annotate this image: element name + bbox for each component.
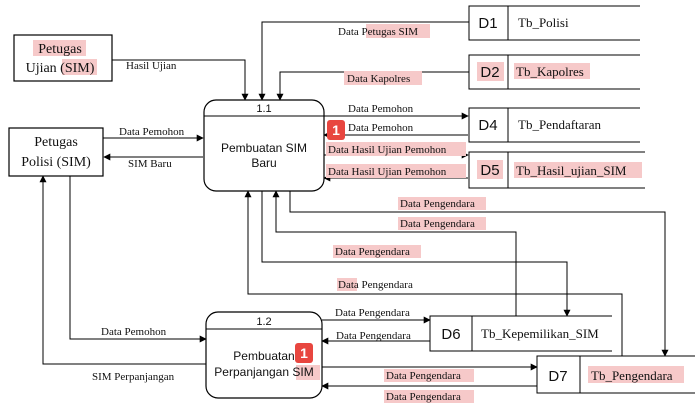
badge-1-2-label: 1 — [300, 345, 308, 361]
label-data-pemohon-bottom: Data Pemohon — [101, 326, 167, 338]
flow-line-peng-to-d7 — [289, 191, 669, 357]
label-peng-1: Data Pengendara — [400, 198, 475, 210]
label-sim-baru: SIM Baru — [128, 158, 172, 170]
process-1-1-name-line2: Baru — [251, 156, 276, 170]
entity-petugas-polisi-line2: Polisi (SIM) — [21, 155, 91, 170]
label-data-pengendara-d6-12: Data Pengendara — [336, 330, 411, 342]
label-peng-4: Data Pengendara — [338, 279, 413, 291]
store-d4-name: Tb_Pendaftaran — [518, 117, 602, 132]
label-peng-2: Data Pengendara — [400, 218, 475, 230]
label-data-hasil-1: Data Hasil Ujian Pemohon — [328, 144, 447, 156]
label-data-hasil-2: Data Hasil Ujian Pemohon — [328, 166, 447, 178]
badge-1-1-label: 1 — [332, 122, 340, 138]
process-1-2-id: 1.2 — [256, 316, 271, 328]
label-hasil-ujian: Hasil Ujian — [126, 60, 177, 72]
label-data-pemohon-left: Data Pemohon — [119, 126, 185, 138]
store-d4-id: D4 — [478, 117, 497, 134]
store-d6-name: Tb_Kepemilikan_SIM — [481, 326, 599, 341]
label-peng-8: Data Pengendara — [386, 391, 461, 403]
process-1-1-id: 1.1 — [256, 103, 271, 115]
flow-line-sim-perpanjangan — [39, 175, 206, 365]
flow-labels: Data Petugas SIM Hasil Ujian Data Kapolr… — [92, 24, 486, 403]
entity-petugas-ujian-line2: Ujian (SIM) — [26, 61, 95, 76]
entity-petugas-ujian-line1: Petugas — [38, 42, 82, 57]
label-peng-7: Data Pengendara — [386, 370, 461, 382]
store-d2-name: Tb_Kapolres — [516, 64, 584, 79]
badge-1-2 — [295, 343, 313, 363]
store-d7: D7 Tb_Pengendara — [536, 355, 695, 394]
store-d5-name: Tb_Hasil_ujian_SIM — [516, 163, 627, 178]
store-d6: D6 Tb_Kepemilikan_SIM — [429, 315, 612, 352]
flow-line-data-petugas-sim — [258, 21, 469, 101]
flow-line-peng-d6-to-11 — [272, 190, 517, 316]
process-1-2: 1.2 Pembuatan Perpanjangan SIM 1 — [205, 311, 323, 399]
entity-petugas-polisi-line1: Petugas — [34, 135, 78, 150]
flow-line-peng-d7-to-11 — [244, 190, 623, 356]
label-data-pengendara-12-d6: Data Pengendara — [335, 307, 410, 319]
label-data-kapolres: Data Kapolres — [347, 73, 410, 85]
store-d7-name: Tb_Pengendara — [591, 368, 673, 383]
store-d5: D5 Tb_Hasil_ujian_SIM — [468, 151, 645, 189]
label-data-pemohon-1: Data Pemohon — [348, 103, 414, 115]
process-1-2-name-line1: Pembuatan — [233, 349, 294, 363]
store-d1-name: Tb_Polisi — [518, 15, 569, 30]
store-d6-id: D6 — [441, 326, 460, 343]
flow-line-hasil-ujian — [112, 59, 249, 101]
store-d1: D1 Tb_Polisi — [468, 5, 640, 41]
store-d7-id: D7 — [548, 368, 567, 385]
entity-petugas-ujian: Petugas Ujian (SIM) — [13, 34, 113, 82]
label-peng-3: Data Pengendara — [335, 246, 410, 258]
badge-1-1 — [327, 120, 345, 140]
label-data-pemohon-2: Data Pemohon — [348, 122, 414, 134]
store-d4: D4 Tb_Pendaftaran — [468, 107, 640, 143]
flow-line-peng-11-to-d6 — [261, 191, 571, 317]
label-sim-perpanjangan: SIM Perpanjangan — [92, 371, 175, 383]
store-d5-id: D5 — [480, 162, 499, 179]
store-d2-id: D2 — [480, 64, 499, 81]
process-1-1: 1.1 Pembuatan SIM Baru 1 — [203, 99, 345, 192]
store-d2: D2 Tb_Kapolres — [468, 54, 640, 90]
process-1-1-name-line1: Pembuatan SIM — [221, 141, 307, 155]
flow-line-data-pemohon-12 — [69, 175, 207, 343]
store-d1-id: D1 — [478, 15, 497, 32]
process-1-2-name-line2: Perpanjangan SIM — [214, 365, 313, 379]
entity-petugas-polisi: Petugas Polisi (SIM) — [8, 127, 104, 177]
label-data-petugas-sim: Data Petugas SIM — [338, 26, 418, 38]
